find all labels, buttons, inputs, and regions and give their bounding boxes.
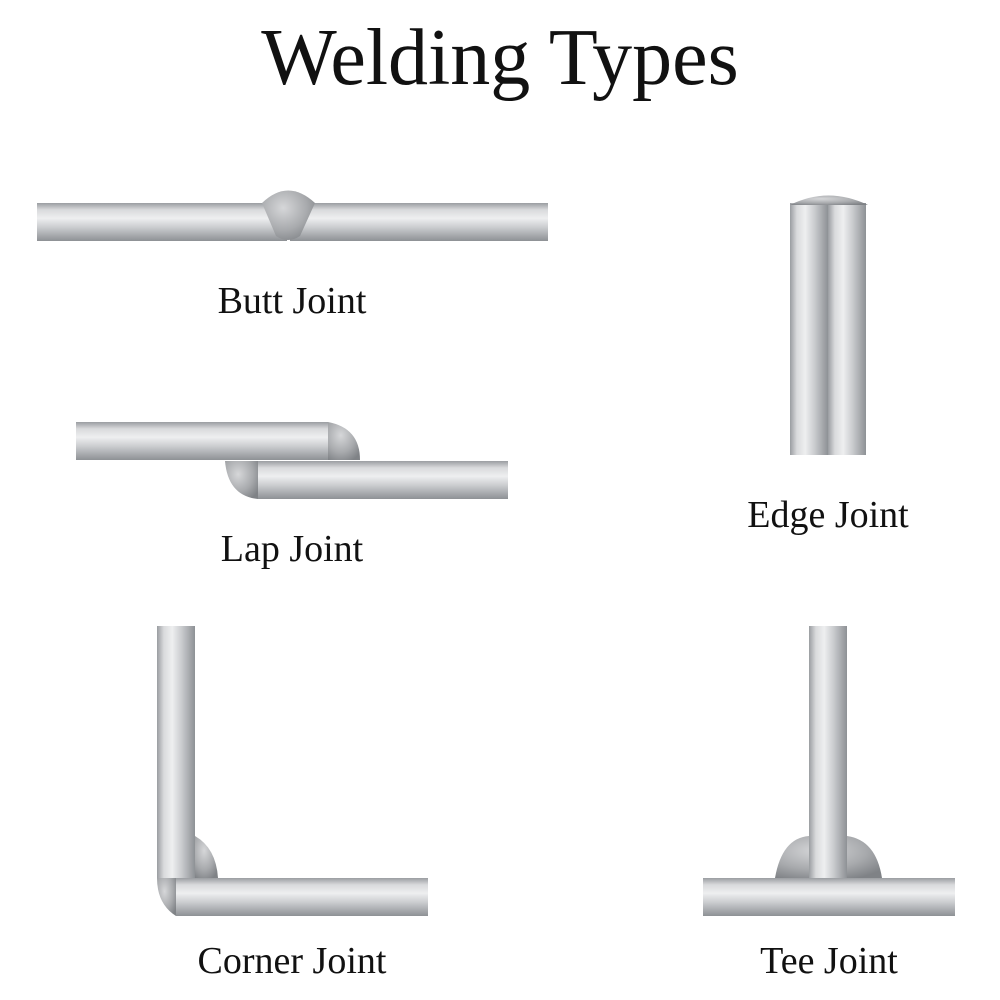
lap-bottom-plate — [258, 461, 508, 499]
butt-joint — [37, 190, 548, 241]
corner-vertical-plate — [157, 626, 195, 878]
butt-joint-label: Butt Joint — [217, 280, 367, 322]
diagram-title: Welding Types — [261, 14, 739, 102]
lap-joint — [76, 422, 508, 499]
edge-plate-right — [828, 203, 866, 455]
lap-joint-label: Lap Joint — [220, 528, 364, 570]
edge-weld-bead — [790, 195, 868, 205]
corner-joint — [157, 626, 428, 916]
corner-outer-weld — [157, 878, 176, 916]
butt-right-plate — [290, 203, 548, 241]
edge-plate-left — [790, 203, 828, 455]
corner-inner-weld — [195, 836, 218, 878]
corner-horizontal-plate — [176, 878, 428, 916]
edge-joint — [790, 195, 868, 455]
butt-left-plate — [37, 203, 287, 241]
tee-weld-bead — [775, 836, 882, 878]
lap-top-weld — [328, 422, 360, 460]
tee-vertical-plate — [809, 626, 847, 878]
tee-joint — [703, 626, 955, 916]
lap-bottom-weld — [225, 461, 258, 499]
tee-horizontal-plate — [703, 878, 955, 916]
lap-top-plate — [76, 422, 328, 460]
butt-weld-bead — [262, 190, 315, 240]
corner-joint-label: Corner Joint — [197, 940, 387, 982]
edge-joint-label: Edge Joint — [747, 494, 909, 536]
tee-joint-label: Tee Joint — [760, 940, 898, 982]
